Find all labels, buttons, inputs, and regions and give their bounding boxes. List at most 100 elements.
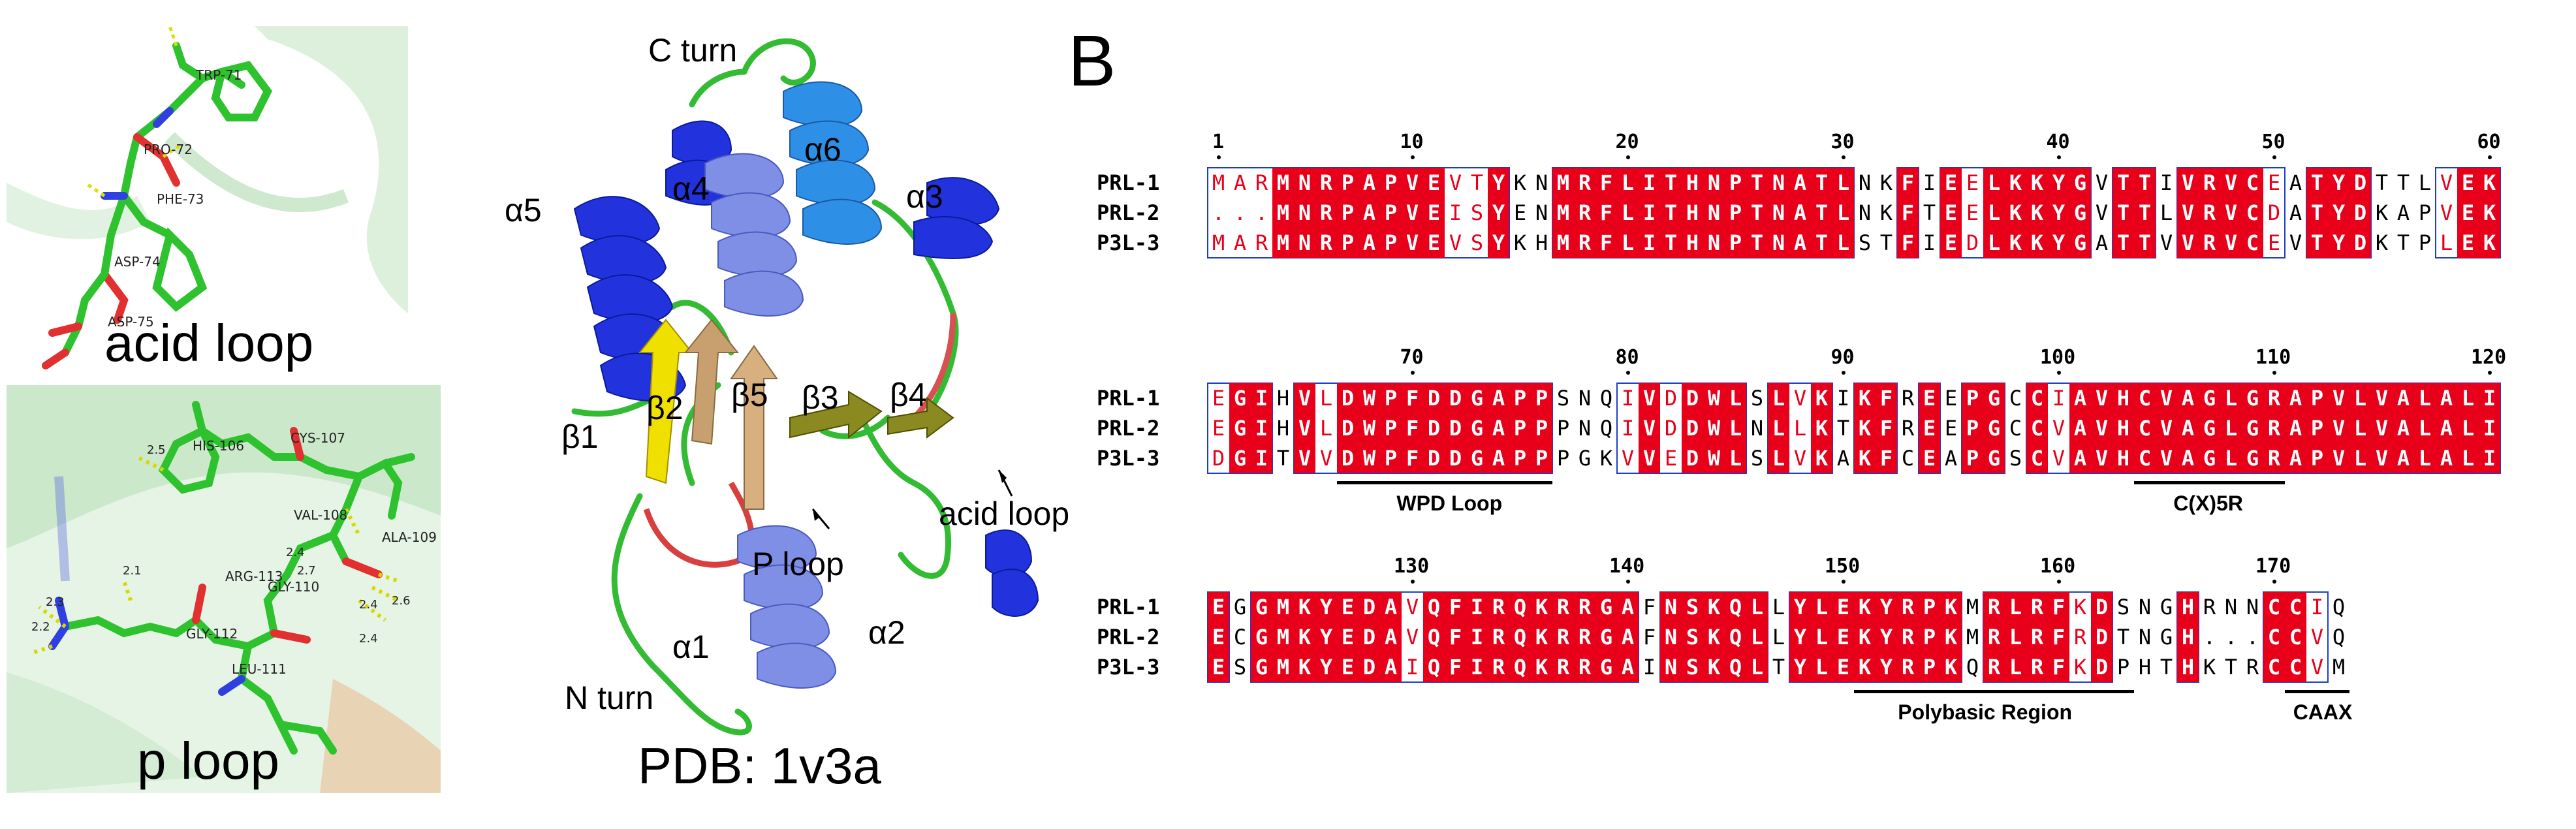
- position-tick-dot: [1410, 371, 1415, 375]
- residue-cell: F: [1595, 228, 1617, 258]
- residue-cell: R: [1315, 198, 1337, 228]
- residue-cell: M: [1272, 198, 1294, 228]
- residue-label: GLY-112: [186, 626, 238, 642]
- position-tick: 80: [1615, 346, 1639, 369]
- residue-cell: T: [1879, 230, 1893, 255]
- residue-cell: G: [2199, 413, 2220, 443]
- residue-cell: K: [2479, 168, 2500, 198]
- label-acid-loop: acid loop: [939, 495, 1070, 532]
- residue-cell: Y: [1315, 592, 1337, 622]
- residue-cell: Y: [1876, 622, 1897, 652]
- residue-cell: V: [2371, 383, 2393, 413]
- residue-cell: Q: [1599, 416, 1613, 441]
- residue-cell: V: [2310, 625, 2324, 649]
- label-beta1: β1: [561, 418, 599, 455]
- residue-cell: P: [1337, 228, 1359, 258]
- sequence-name: PRL-2: [1097, 200, 1160, 225]
- residue-cell: T: [2396, 230, 2410, 255]
- residue-cell: T: [1746, 228, 1768, 258]
- residue-cell: A: [1836, 446, 1850, 471]
- position-tick: 140: [1609, 555, 1645, 578]
- residue-cell: M: [1552, 168, 1574, 198]
- residue-cell: F: [1876, 413, 1897, 443]
- residue-cell: G: [2160, 595, 2173, 619]
- residue-cell: V: [1793, 386, 1807, 411]
- label-beta4: β4: [890, 377, 927, 413]
- residue-cell: K: [1703, 592, 1725, 622]
- residue-cell: L: [1725, 443, 1746, 473]
- residue-cell: V: [2310, 655, 2324, 680]
- residue-cell: C: [2026, 443, 2048, 473]
- residue-cell: N: [1703, 168, 1725, 198]
- residue-cell: H: [2113, 443, 2134, 473]
- residue-cell: H: [1682, 168, 1703, 198]
- residue-cell: V: [2328, 443, 2349, 473]
- residue-cell: R: [2263, 383, 2285, 413]
- residue-cell: R: [1983, 622, 2005, 652]
- residue-label: CYS-107: [291, 430, 345, 446]
- residue-cell: A: [1617, 622, 1639, 652]
- residue-cell: L: [2457, 443, 2479, 473]
- residue-cell: E: [2457, 198, 2479, 228]
- residue-cell: G: [2069, 198, 2091, 228]
- residue-cell: L: [1983, 168, 2005, 198]
- residue-cell: M: [1552, 228, 1574, 258]
- residue-cell: T: [1811, 198, 1832, 228]
- residue-cell: K: [1811, 443, 1832, 473]
- residue-cell: F: [2048, 652, 2069, 682]
- residue-cell: N: [1660, 652, 1682, 682]
- position-tick: 50: [2261, 131, 2285, 153]
- residue-cell: I: [1923, 230, 1936, 255]
- residue-cell: R: [1315, 228, 1337, 258]
- motif-underline: [2134, 481, 2285, 484]
- residue-cell: V: [1319, 446, 1333, 471]
- residue-cell: Y: [1789, 652, 1811, 682]
- residue-cell: G: [1229, 383, 1251, 413]
- residue-cell: K: [2073, 595, 2087, 619]
- residue-cell: A: [2436, 413, 2457, 443]
- residue-cell: F: [1897, 168, 1919, 198]
- residue-cell: R: [2263, 443, 2285, 473]
- residue-cell: L: [1832, 198, 1854, 228]
- residue-cell: E: [1940, 168, 1962, 198]
- residue-cell: R: [1574, 228, 1595, 258]
- residue-cell: A: [2289, 170, 2302, 195]
- residue-cell: S: [1556, 386, 1570, 411]
- residue-cell: R: [1983, 652, 2005, 682]
- residue-cell: V: [1406, 595, 1419, 619]
- position-tick: 10: [1400, 131, 1424, 153]
- residue-cell: D: [1212, 446, 1225, 471]
- motif-label: C(X)5R: [2173, 492, 2243, 515]
- residue-cell: L: [1746, 622, 1768, 652]
- residue-cell: G: [2199, 383, 2220, 413]
- residue-cell: L: [1746, 652, 1768, 682]
- position-tick: 30: [1830, 131, 1855, 153]
- residue-cell: L: [1617, 198, 1639, 228]
- residue-cell: C: [2285, 622, 2306, 652]
- position-tick: 1: [1212, 131, 1225, 153]
- residue-cell: R: [1315, 168, 1337, 198]
- residue-cell: V: [2052, 446, 2066, 471]
- residue-cell: T: [2396, 170, 2410, 195]
- residue-cell: T: [2113, 228, 2134, 258]
- residue-cell: V: [2091, 383, 2113, 413]
- residue-cell: T: [1746, 198, 1768, 228]
- residue-cell: F: [1402, 383, 1423, 413]
- residue-cell: E: [2267, 170, 2281, 195]
- residue-cell: P: [1509, 413, 1531, 443]
- residue-cell: K: [1940, 622, 1962, 652]
- residue-cell: V: [1639, 443, 1660, 473]
- position-tick: 100: [2040, 346, 2076, 369]
- residue-cell: A: [2436, 443, 2457, 473]
- residue-cell: L: [2005, 622, 2026, 652]
- residue-cell: C: [2263, 592, 2285, 622]
- residue-label: VAL-108: [294, 507, 347, 523]
- residue-cell: P: [1962, 383, 1983, 413]
- position-tick-dot: [2056, 155, 2061, 159]
- label-c-turn: C turn: [648, 32, 738, 69]
- residue-cell: P: [1380, 168, 1402, 198]
- residue-cell: K: [1294, 652, 1315, 682]
- residue-cell: G: [2069, 168, 2091, 198]
